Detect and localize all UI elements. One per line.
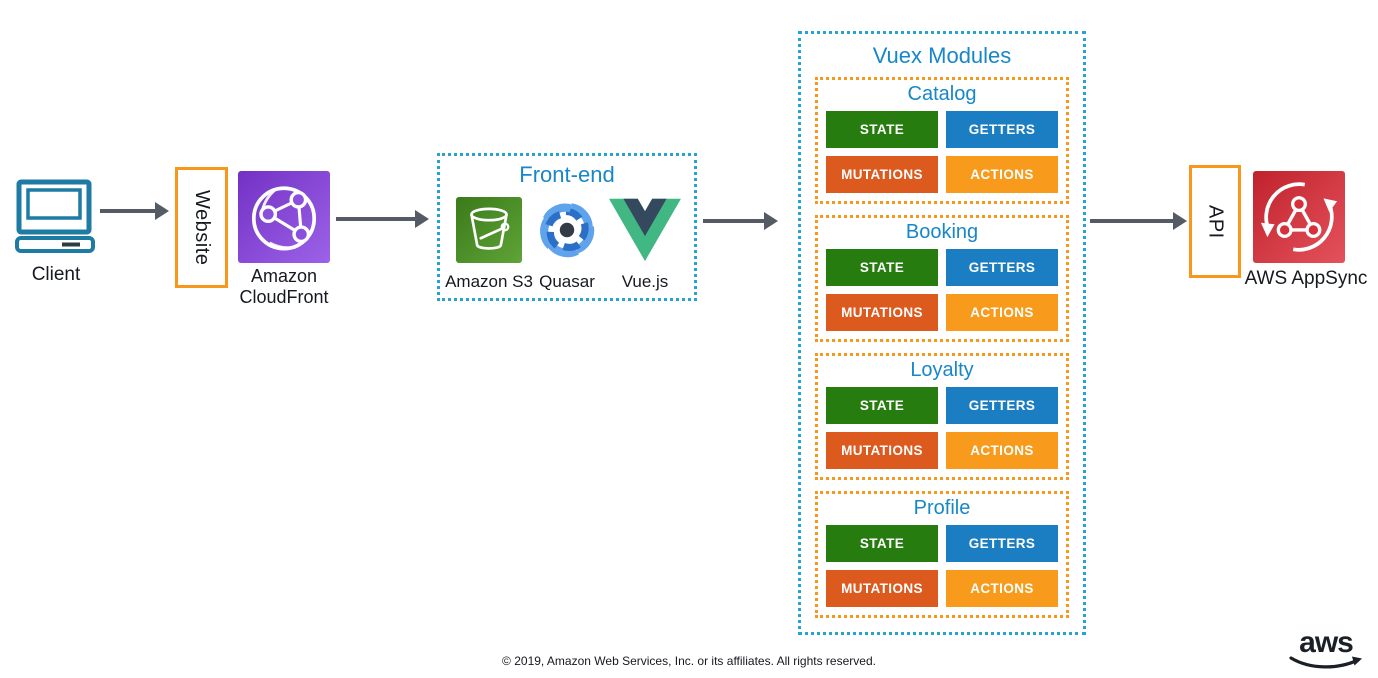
module-button-getters: GETTERS — [946, 249, 1058, 286]
appsync-label: AWS AppSync — [1244, 268, 1368, 289]
frontend-item-vuejs: Vue.js — [606, 197, 684, 292]
vuejs-label: Vue.js — [621, 272, 669, 291]
module-title: Loyalty — [910, 359, 974, 381]
module-button-mutations: MUTATIONS — [826, 294, 938, 331]
s3-icon — [456, 197, 522, 263]
module-button-state: STATE — [826, 249, 938, 286]
frontend-item-quasar: Quasar — [528, 197, 606, 292]
api-box: API — [1189, 165, 1241, 278]
module-button-actions: ACTIONS — [946, 156, 1058, 193]
module-button-mutations: MUTATIONS — [826, 432, 938, 469]
cloudfront-icon — [238, 171, 330, 263]
aws-logo: aws — [1288, 626, 1364, 671]
website-box: Website — [175, 167, 228, 288]
arrow-client-to-website — [100, 209, 156, 213]
module-button-state: STATE — [826, 525, 938, 562]
module-title: Catalog — [907, 83, 977, 105]
quasar-icon — [534, 197, 600, 263]
vuex-modules-title: Vuex Modules — [872, 43, 1012, 68]
module-title: Profile — [913, 497, 971, 519]
cloudfront-label-line1: Amazon — [250, 266, 318, 286]
module-button-state: STATE — [826, 387, 938, 424]
module-button-getters: GETTERS — [946, 387, 1058, 424]
aws-logo-text: aws — [1299, 626, 1354, 659]
module-button-actions: ACTIONS — [946, 570, 1058, 607]
module-button-actions: ACTIONS — [946, 432, 1058, 469]
arrow-vuex-to-api — [1090, 219, 1174, 223]
frontend-items: Amazon S3 — [440, 197, 694, 292]
quasar-label: Quasar — [539, 272, 595, 291]
module-button-mutations: MUTATIONS — [826, 156, 938, 193]
cloudfront-label: Amazon CloudFront — [216, 266, 352, 308]
module-button-getters: GETTERS — [946, 111, 1058, 148]
website-label: Website — [191, 189, 213, 266]
appsync-icon — [1253, 171, 1345, 263]
vuejs-icon — [609, 197, 681, 263]
frontend-title: Front-end — [519, 162, 615, 187]
client-label: Client — [31, 264, 81, 285]
client-computer-icon — [14, 176, 98, 256]
module-button-mutations: MUTATIONS — [826, 570, 938, 607]
s3-label: Amazon S3 — [445, 272, 533, 291]
copyright-text: © 2019, Amazon Web Services, Inc. or its… — [502, 654, 876, 668]
frontend-box: Front-end Amazon S3 — [437, 153, 697, 301]
cloudfront-label-line2: CloudFront — [239, 287, 329, 307]
module-title: Booking — [905, 221, 979, 243]
frontend-item-s3: Amazon S3 — [445, 197, 533, 292]
module-button-getters: GETTERS — [946, 525, 1058, 562]
module-button-actions: ACTIONS — [946, 294, 1058, 331]
arrow-frontend-to-vuex — [703, 219, 765, 223]
arrow-cloudfront-to-frontend — [336, 217, 416, 221]
aws-smile-icon — [1289, 656, 1362, 669]
api-label: API — [1204, 204, 1227, 239]
module-button-state: STATE — [826, 111, 938, 148]
